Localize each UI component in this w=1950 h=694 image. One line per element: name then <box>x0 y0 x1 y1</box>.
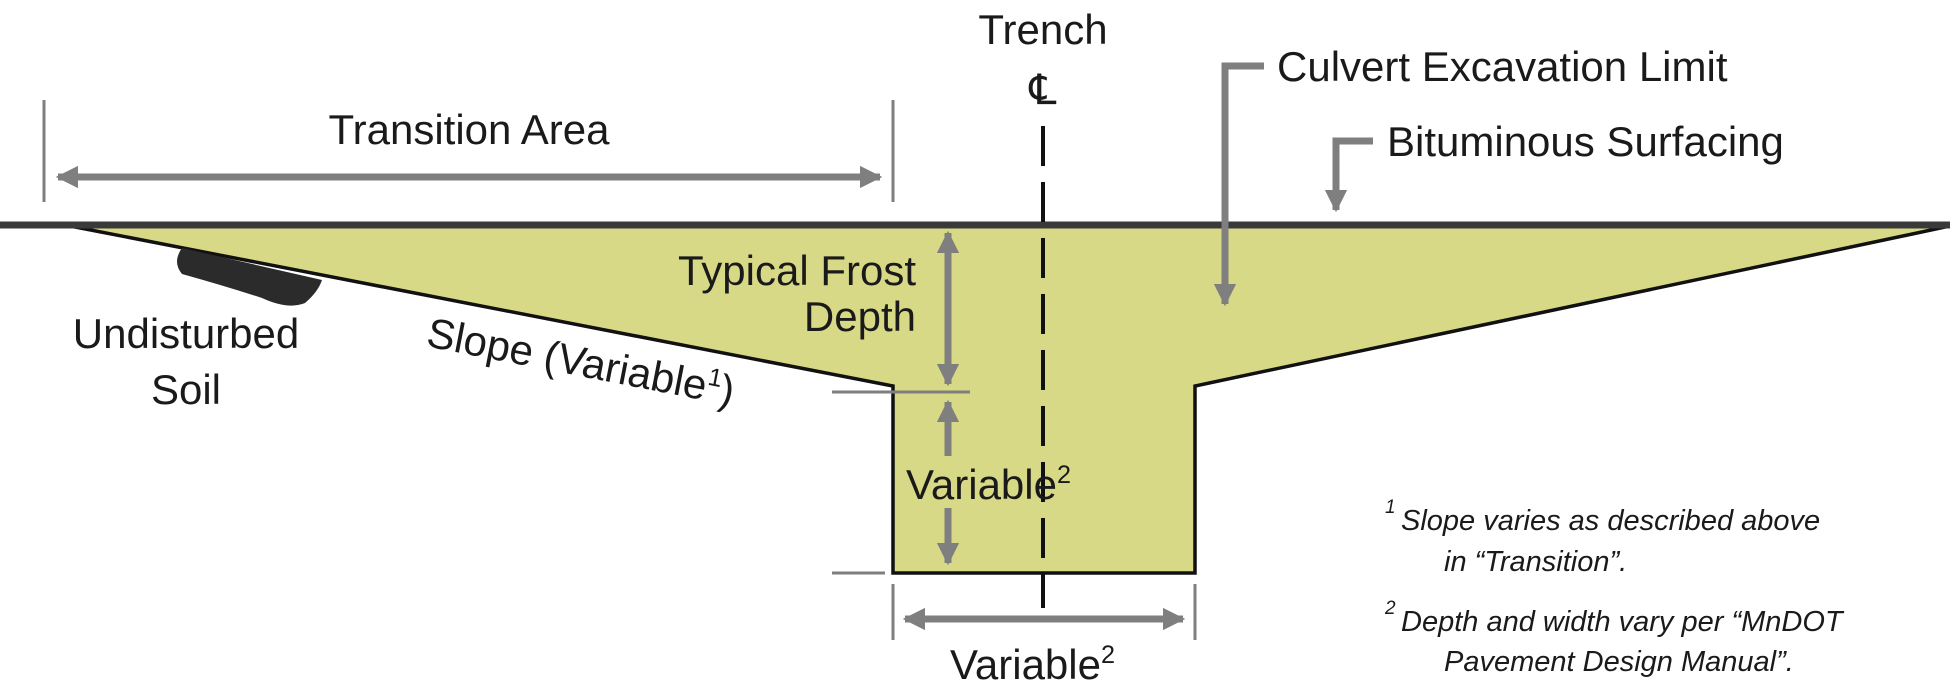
culvert-limit-label: Culvert Excavation Limit <box>1277 43 1728 90</box>
variable-width-sup: 2 <box>1101 641 1115 669</box>
frost-depth-label-line1: Typical Frost <box>678 247 916 294</box>
footnote-2-line2: Pavement Design Manual”. <box>1444 646 1794 678</box>
footnote-1-line2: in “Transition”. <box>1444 546 1627 578</box>
footnote-1-marker: 1 <box>1385 497 1396 518</box>
excavation-outline <box>69 224 1950 575</box>
variable-depth-text: Variable <box>906 461 1057 508</box>
transition-area-label: Transition Area <box>329 106 611 153</box>
undisturbed-soil-label-line1: Undisturbed <box>73 310 299 357</box>
footnote-1-line1: Slope varies as described above <box>1401 505 1820 537</box>
trench-label: Trench <box>978 6 1107 53</box>
footnotes: 1 Slope varies as described above in “Tr… <box>1384 497 1845 678</box>
undisturbed-soil-label-line2: Soil <box>151 366 221 413</box>
soil-blob-icon <box>177 248 322 306</box>
depth-dimension <box>832 230 970 575</box>
transition-area-dimension <box>42 100 895 202</box>
bituminous-label: Bituminous Surfacing <box>1387 118 1784 165</box>
culvert-limit-leader <box>1213 62 1264 307</box>
variable-width-text: Variable <box>950 641 1101 688</box>
excavation-fill <box>70 226 1950 573</box>
footnote-2-line1: Depth and width vary per “MnDOT <box>1401 606 1845 638</box>
variable-width-label: Variable2 <box>950 641 1115 688</box>
centerline-icon: ℄ <box>1029 66 1057 113</box>
frost-depth-label-line2: Depth <box>804 293 916 340</box>
footnote-2-marker: 2 <box>1384 598 1396 619</box>
variable-depth-label: Variable2 <box>906 461 1071 508</box>
slope-label-sup: 1 <box>706 363 725 393</box>
variable-depth-sup: 2 <box>1057 461 1071 489</box>
bituminous-leader <box>1324 137 1373 213</box>
width-dimension <box>891 584 1197 640</box>
